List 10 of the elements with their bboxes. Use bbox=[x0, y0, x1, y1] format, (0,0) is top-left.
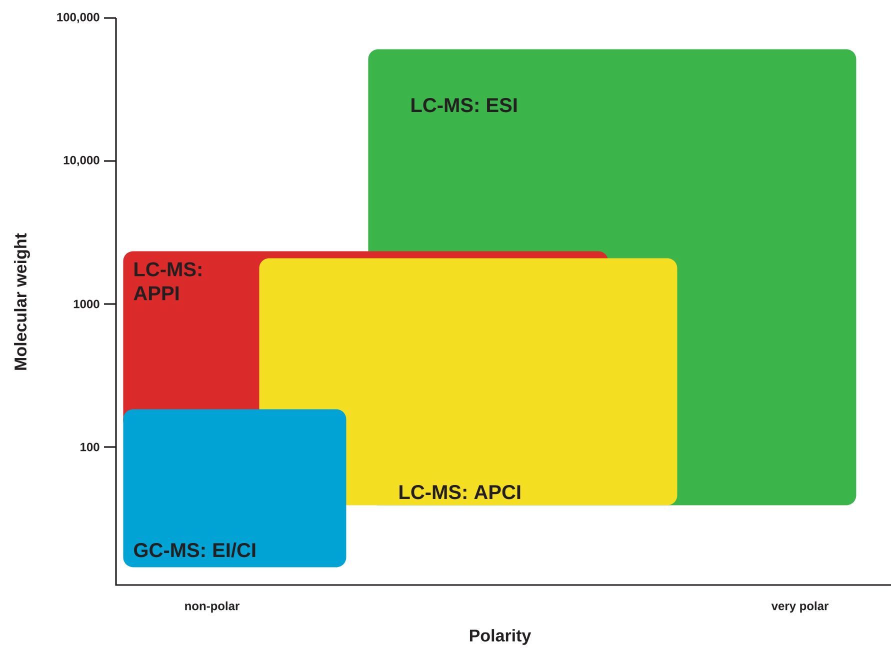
region-box: GC-MS: EI/CI bbox=[123, 409, 346, 568]
tick-label: 1000 bbox=[74, 300, 100, 308]
tick-label: 10,000 bbox=[64, 156, 100, 166]
category-label: very polar bbox=[771, 601, 828, 613]
tick-label: 100 bbox=[80, 442, 100, 452]
region-box: LC-MS: APCI bbox=[259, 258, 678, 506]
category-label: non-polar bbox=[185, 601, 240, 613]
axis-title: Molecular weight bbox=[14, 233, 30, 370]
tick-label: 100,000 bbox=[57, 12, 100, 24]
axis-title: Polarity bbox=[470, 629, 532, 645]
